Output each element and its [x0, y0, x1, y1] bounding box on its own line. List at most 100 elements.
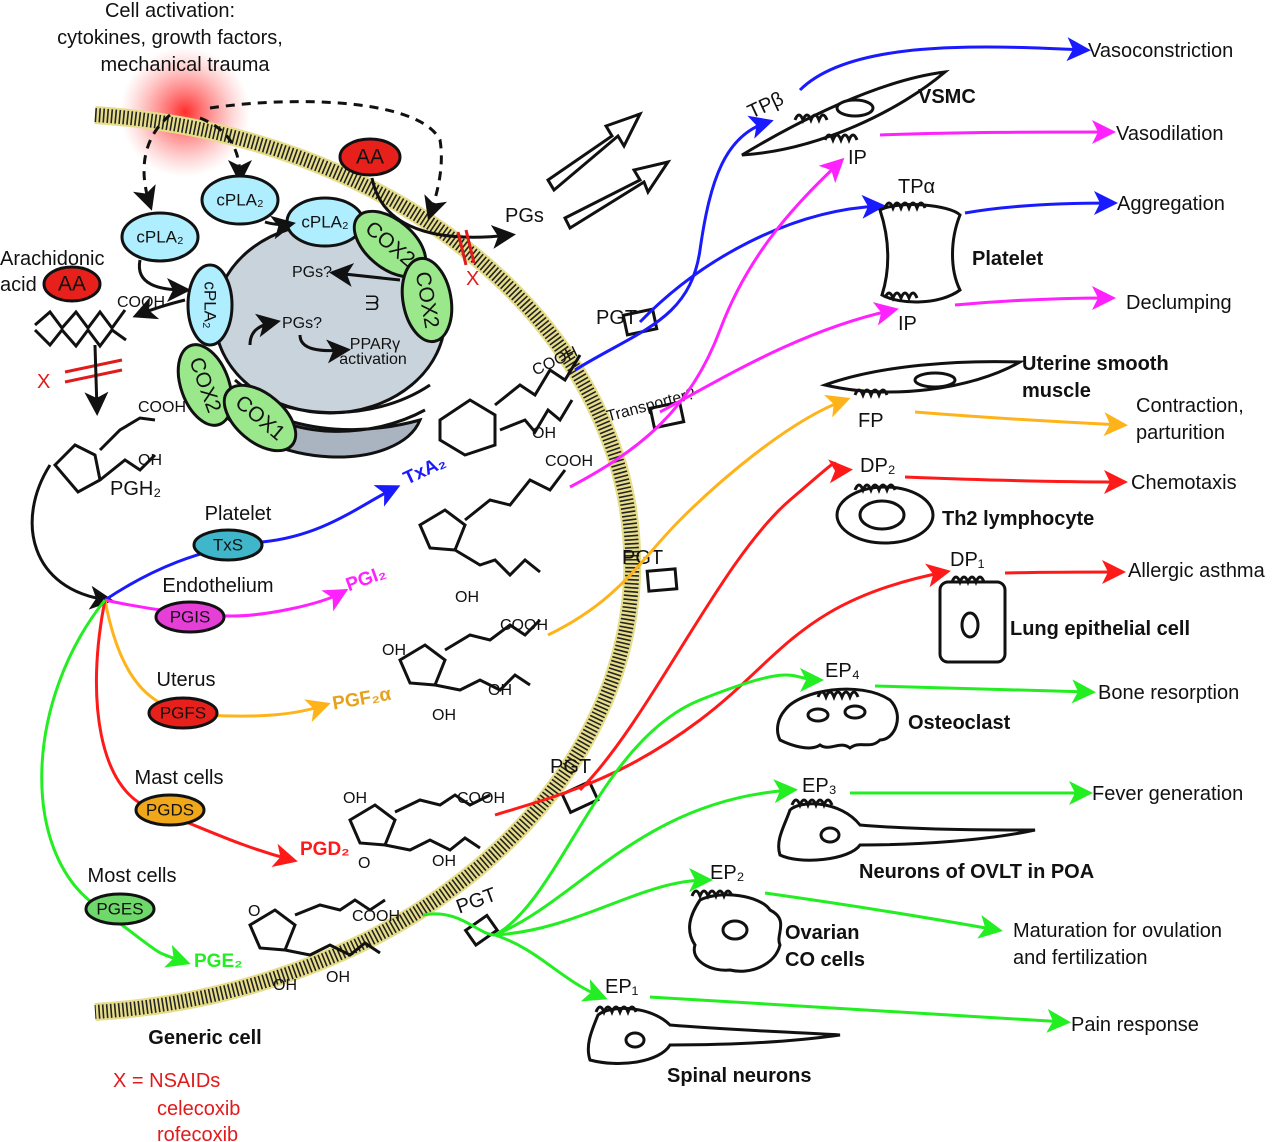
effect-chemotaxis: Chemotaxis [1131, 472, 1237, 494]
nsaid-block-left: X [37, 358, 123, 393]
th2-lymphocyte-cell: Th2 lymphocyte DP₂ [835, 455, 1094, 545]
svg-text:AA: AA [58, 273, 86, 296]
ovlt-neuron-cell: Neurons of OVLT in POA EP₃ [777, 775, 1094, 883]
cox-inhibition-mark: X [456, 229, 479, 290]
effect-allergic-asthma: Allergic asthma [1128, 560, 1266, 582]
spinal-neuron-cell: Spinal neurons EP₁ [586, 976, 841, 1087]
txa2-oh: OH [532, 425, 556, 442]
pg-export-arrows [545, 111, 672, 231]
pgd2-o: O [358, 855, 370, 872]
svg-text:Most cells: Most cells [88, 865, 177, 887]
svg-text:Endothelium: Endothelium [162, 575, 273, 597]
svg-text:TPα: TPα [898, 176, 935, 198]
pgf2a-oh-1: OH [382, 642, 406, 659]
effect-aggregation: Aggregation [1117, 193, 1225, 215]
ovarian-co-cell: Ovarian CO cells EP₂ [688, 862, 865, 973]
svg-text:Uterus: Uterus [157, 669, 216, 691]
pgt-label-2: PGT [622, 547, 663, 569]
svg-text:VSMC: VSMC [918, 86, 976, 108]
pgf2a-oh-2: OH [432, 707, 456, 724]
dna-icon: ᗱ [365, 293, 379, 315]
svg-text:Lung epithelial cell: Lung epithelial cell [1010, 618, 1190, 640]
pge2-oh-2: OH [326, 969, 350, 986]
receptor-pathways [422, 37, 1128, 1033]
svg-text:Uterine smooth: Uterine smooth [1022, 353, 1169, 375]
svg-text:Spinal neurons: Spinal neurons [667, 1065, 811, 1087]
cox2-enzyme: COX2 [176, 343, 234, 427]
pgh2-structure [52, 416, 157, 494]
effect-fertilization: and fertilization [1013, 947, 1148, 969]
pgd2-oh-1: OH [343, 790, 367, 807]
pgd2-cooh: COOH [457, 790, 505, 807]
synthase-pgis: Endothelium PGIS PGI₂ [154, 562, 389, 634]
pgi2-label: PGI₂ [343, 562, 389, 596]
effect-maturation: Maturation for ovulation [1013, 920, 1222, 942]
synthase-pgfs: Uterus PGFS PGF₂α [147, 669, 393, 730]
svg-text:TxS: TxS [213, 536, 243, 555]
effect-bone-resorption: Bone resorption [1098, 682, 1239, 704]
svg-text:IP: IP [898, 313, 917, 335]
svg-text:X: X [466, 268, 479, 290]
cpla2-enzyme: cPLA₂ [186, 263, 234, 347]
activation-line2: cytokines, growth factors, [57, 27, 283, 49]
pge2-label: PGE₂ [194, 951, 243, 972]
effect-pain-response: Pain response [1071, 1014, 1199, 1036]
svg-text:cPLA₂: cPLA₂ [301, 213, 348, 232]
svg-text:TPβ: TPβ [744, 88, 787, 124]
pgh2-to-synthases-arrow [30, 464, 114, 610]
osteoclast-cell: Osteoclast EP₄ [776, 660, 1011, 750]
svg-text:CO cells: CO cells [785, 949, 865, 971]
ppar-activation-label: activation [339, 351, 407, 368]
generic-cell-label: Generic cell [148, 1027, 261, 1049]
effect-contraction: Contraction, [1136, 395, 1244, 417]
synthase-pgds: Mast cells PGDS PGD₂ [134, 767, 350, 860]
effect-parturition: parturition [1136, 422, 1225, 444]
svg-text:cPLA₂: cPLA₂ [136, 228, 183, 247]
pgf2a-cooh: COOH [500, 617, 548, 634]
pgs-question-1: PGs? [292, 264, 332, 281]
synthase-txs: Platelet TxS TxA₂ [192, 452, 449, 562]
svg-text:IP: IP [848, 147, 867, 169]
effect-vasoconstriction: Vasoconstriction [1088, 40, 1233, 62]
cell-membrane [94, 106, 642, 1021]
pgi2-oh: OH [455, 589, 479, 606]
aa-cooh: COOH [117, 294, 165, 311]
svg-text:Ovarian: Ovarian [785, 922, 859, 944]
effect-fever-generation: Fever generation [1092, 783, 1243, 805]
lung-epithelial-cell: Lung epithelial cell DP₁ [938, 549, 1190, 664]
svg-text:EP₁: EP₁ [605, 976, 639, 998]
acid-label: acid [0, 274, 37, 296]
activation-glow [120, 47, 250, 177]
svg-text:PGDS: PGDS [146, 801, 194, 820]
uterine-muscle-cell: Uterine smooth muscle FP [819, 353, 1169, 432]
pgh2-label: PGH₂ [110, 478, 161, 500]
svg-text:EP₂: EP₂ [710, 862, 744, 884]
pgs-question-2: PGs? [282, 315, 322, 332]
cox2-enzyme: COX2 [400, 256, 454, 344]
pgh2-oh: OH [138, 452, 162, 469]
cpla2-enzyme: cPLA₂ [120, 211, 200, 263]
pge2-o: O [248, 903, 260, 920]
prostanoid-structures [248, 354, 582, 957]
svg-text:Platelet: Platelet [972, 248, 1043, 270]
svg-text:Neurons of OVLT in POA: Neurons of OVLT in POA [859, 861, 1094, 883]
effect-declumping: Declumping [1126, 292, 1232, 314]
pgi2-cooh: COOH [545, 453, 593, 470]
aa-to-pgh2-arrow [84, 344, 109, 416]
pgt-label-1: PGT [596, 307, 637, 329]
svg-text:EP₄: EP₄ [825, 660, 860, 682]
svg-text:PGIS: PGIS [170, 608, 211, 627]
svg-text:DP₂: DP₂ [860, 455, 896, 477]
svg-text:Mast cells: Mast cells [135, 767, 224, 789]
activation-arrows [132, 100, 448, 221]
svg-text:AA: AA [356, 146, 384, 169]
svg-text:cPLA₂: cPLA₂ [201, 281, 220, 328]
platelet-cell: Platelet TPα IP [878, 176, 1043, 335]
svg-text:X: X [37, 371, 50, 393]
internal-arrows [132, 177, 516, 364]
ppar-label: PPARγ [350, 336, 400, 353]
pge2-oh-1: OH [273, 977, 297, 994]
pgd2-oh-2: OH [432, 853, 456, 870]
svg-text:EP₃: EP₃ [802, 775, 837, 797]
